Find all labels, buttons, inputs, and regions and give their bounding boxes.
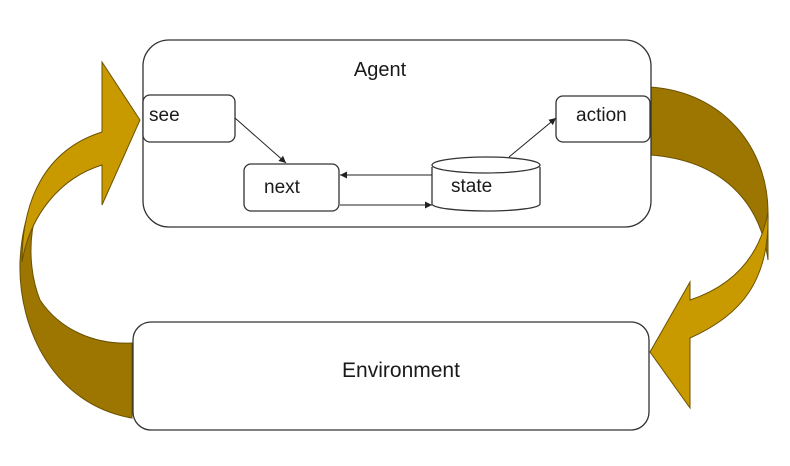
- see-to-next-arrow: [234, 117, 287, 164]
- left-loop-arrow: [19, 60, 141, 419]
- state-cylinder-top: [431, 156, 541, 174]
- next-node: [243, 163, 340, 212]
- state-cylinder-body: [431, 167, 541, 212]
- see-label: see: [149, 105, 180, 126]
- state-node: [431, 156, 541, 212]
- environment-box: [132, 321, 650, 431]
- left-loop-arrow-head: [21, 60, 141, 263]
- next-label: next: [264, 177, 301, 198]
- right-loop-arrow-upper: [649, 86, 769, 261]
- environment-label: Environment: [342, 359, 460, 382]
- action-label: action: [576, 105, 627, 126]
- right-loop-arrow: [649, 86, 769, 410]
- state-to-action-arrow: [508, 117, 557, 158]
- action-node: [555, 95, 651, 143]
- right-loop-arrow-head: [649, 211, 769, 410]
- agent-title: Agent: [354, 59, 407, 81]
- state-label: state: [451, 176, 492, 197]
